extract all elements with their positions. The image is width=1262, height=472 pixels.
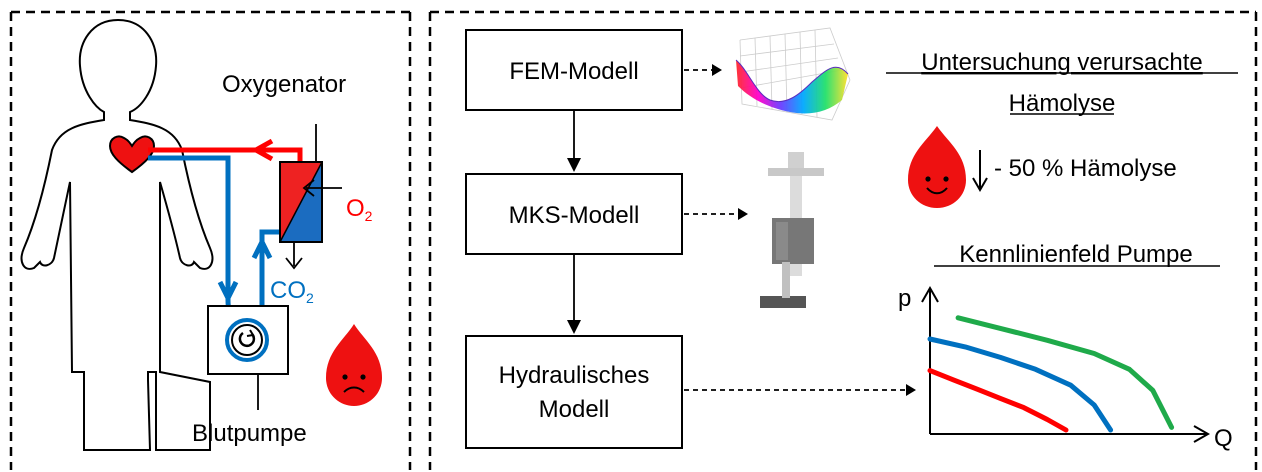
- mks-multibody-image: [760, 152, 824, 308]
- fem-model-box: FEM-Modell: [465, 29, 683, 111]
- pump-label: Blutpumpe: [192, 420, 307, 447]
- right-panel-border: [428, 10, 1258, 470]
- hydraulic-model-label-line1: Hydraulisches: [499, 362, 650, 389]
- fem-model-label: FEM-Modell: [509, 58, 638, 85]
- x-axis-arrowhead: [1193, 425, 1211, 443]
- dashed-arrow-hydraulic: [684, 384, 916, 396]
- mks-model-box: MKS-Modell: [465, 173, 683, 255]
- hemolysis-section: Untersuchung verursachte Hämolyse: [886, 49, 1238, 117]
- flow-arrow-fem-to-mks: [567, 110, 581, 172]
- hydraulic-model-box: Hydraulisches Modell: [465, 335, 683, 449]
- characteristic-curve-red: [927, 368, 1069, 433]
- curve-layer: [927, 315, 1175, 433]
- x-axis-label: Q: [1214, 425, 1233, 452]
- characteristic-title: Kennlinienfeld Pumpe: [959, 241, 1193, 268]
- blood-pump: [207, 305, 289, 410]
- human-body-outline: [20, 18, 214, 451]
- co2-subscript: 2: [306, 290, 314, 306]
- oxygenator-label: Oxygenator: [222, 71, 346, 98]
- hemolysis-title-line2: Hämolyse: [1009, 90, 1116, 117]
- hemolysis-result: - 50 % Hämolyse: [994, 155, 1177, 182]
- characteristic-curve-green: [955, 315, 1175, 430]
- o2-label-text: O: [346, 195, 365, 222]
- red-blood-line: [148, 138, 303, 162]
- y-axis-label: p: [898, 285, 911, 312]
- o2-subscript: 2: [365, 208, 373, 224]
- characteristic-curve-blue: [927, 336, 1114, 433]
- fem-surface-plot-image: [735, 27, 851, 121]
- dashed-arrow-mks: [684, 208, 748, 220]
- o2-input-arrow: [302, 179, 342, 197]
- flow-arrow-mks-to-hydraulic: [567, 254, 581, 334]
- co2-output-arrow: [285, 242, 303, 270]
- co2-label: CO2: [270, 277, 314, 306]
- hydraulic-model-label-line2: Modell: [539, 396, 610, 423]
- down-arrow-icon: [972, 150, 988, 192]
- heart-icon: [108, 135, 156, 174]
- oxygenator: [279, 124, 323, 243]
- left-panel-border: [9, 10, 412, 470]
- happy-blood-drop-icon: [908, 126, 966, 208]
- characteristic-chart: p Q: [898, 285, 1233, 452]
- blue-blood-line: [148, 155, 282, 329]
- mks-model-label: MKS-Modell: [509, 202, 640, 229]
- o2-label: O2: [346, 195, 373, 224]
- dashed-arrow-fem: [684, 64, 722, 76]
- y-axis-arrowhead: [921, 285, 939, 303]
- hemolysis-title-line1: Untersuchung verursachte: [921, 49, 1202, 76]
- sad-blood-drop-icon: [326, 324, 382, 406]
- co2-label-text: CO: [270, 277, 306, 304]
